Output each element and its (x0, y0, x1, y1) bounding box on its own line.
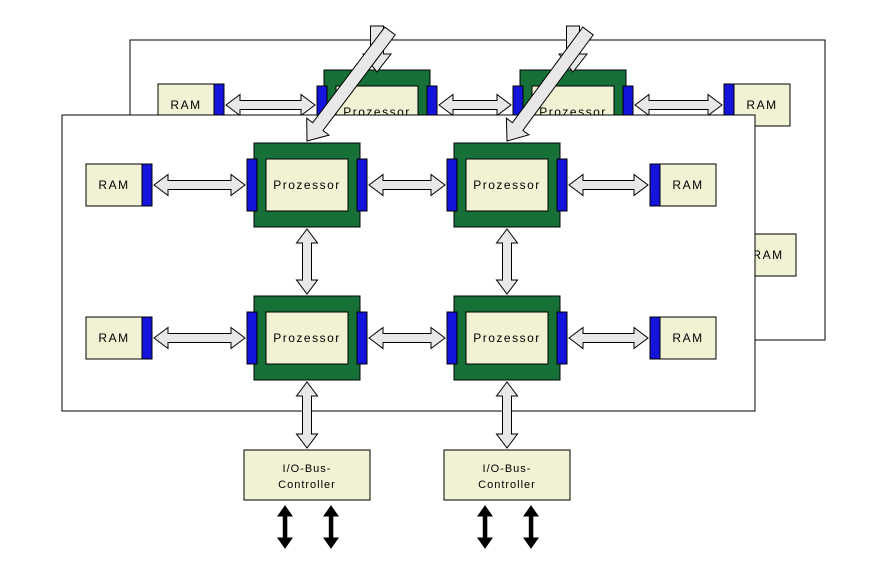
io-controller-section: I/O-Bus- Controller I/O-Bus- Controller (243, 449, 571, 549)
io-controller-1-box (243, 449, 371, 501)
front-ram-bottom-right-box (659, 316, 717, 360)
front-processor-2-label: Prozessor (473, 178, 541, 192)
front-bus-arrow-8 (495, 228, 519, 295)
front-processor-2-port-right (556, 158, 568, 212)
front-processor-1-core (265, 158, 349, 212)
front-processor-2-core (465, 158, 549, 212)
back-ram-right-top-label: RAM (746, 98, 777, 112)
front-bus-arrow-4 (153, 326, 246, 350)
front-ram-bottom-left-label: RAM (98, 331, 129, 345)
front-board-bus-arrows (153, 173, 649, 449)
io-controller-2-box (443, 449, 571, 501)
front-ram-bottom-right-port (649, 316, 661, 360)
front-ram-top-left-label: RAM (98, 178, 129, 192)
front-ram-bottom-left-port (141, 316, 153, 360)
front-processor-3-label: Prozessor (273, 331, 341, 345)
front-ram-top-left-box (85, 163, 143, 207)
front-bus-arrow-1 (153, 173, 246, 197)
front-processor-4-port-right (556, 311, 568, 365)
interboard-arrow-slanted-1 (306, 26, 396, 142)
io-controller-2-label-line2: Controller (478, 479, 536, 491)
front-ram-top-right-label: RAM (672, 178, 703, 192)
front-bus-arrow-2 (368, 173, 446, 197)
front-ram-top-right-box (659, 163, 717, 207)
front-processor-4-label: Prozessor (473, 331, 541, 345)
front-processor-1-label: Prozessor (273, 178, 341, 192)
interboard-link-arrows (306, 25, 594, 142)
front-processor-3-core (265, 311, 349, 365)
front-ram-bottom-right-label: RAM (672, 331, 703, 345)
front-processor-4-port-left (446, 311, 458, 365)
front-processor-3-port-left (246, 311, 258, 365)
io-controller-1-label-line1: I/O-Bus- (283, 463, 332, 475)
io-channel-arrow-1 (277, 505, 293, 549)
back-ram-right-middle-label: RAM (752, 248, 783, 262)
front-ram-top-left-port (141, 163, 153, 207)
front-bus-arrow-3 (568, 173, 649, 197)
front-bus-arrow-7 (295, 228, 319, 295)
io-controller-2-label-line1: I/O-Bus- (483, 463, 532, 475)
io-channel-arrow-2 (323, 505, 339, 549)
interboard-arrow-slanted-2 (505, 26, 594, 142)
back-bus-arrow-3 (634, 93, 723, 117)
back-bus-arrow-1 (225, 93, 316, 117)
front-bus-arrow-5 (368, 326, 446, 350)
back-ram-left-label: RAM (170, 98, 201, 112)
front-bus-arrow-10 (495, 381, 519, 449)
front-processor-1-port-left (246, 158, 258, 212)
back-board-bus-arrows (225, 93, 723, 117)
front-processor-4-core (465, 311, 549, 365)
io-channel-arrow-4 (523, 505, 539, 549)
io-channel-arrow-3 (477, 505, 493, 549)
front-processor-2-port-left (446, 158, 458, 212)
back-bus-arrow-2 (438, 93, 512, 117)
front-board (61, 114, 756, 412)
front-processor-1-port-right (356, 158, 368, 212)
front-processor-3-port-right (356, 311, 368, 365)
io-controller-1-label-line2: Controller (278, 479, 336, 491)
front-ram-bottom-left-box (85, 316, 143, 360)
front-ram-top-right-port (649, 163, 661, 207)
front-bus-arrow-9 (295, 381, 319, 449)
front-bus-arrow-6 (568, 326, 649, 350)
